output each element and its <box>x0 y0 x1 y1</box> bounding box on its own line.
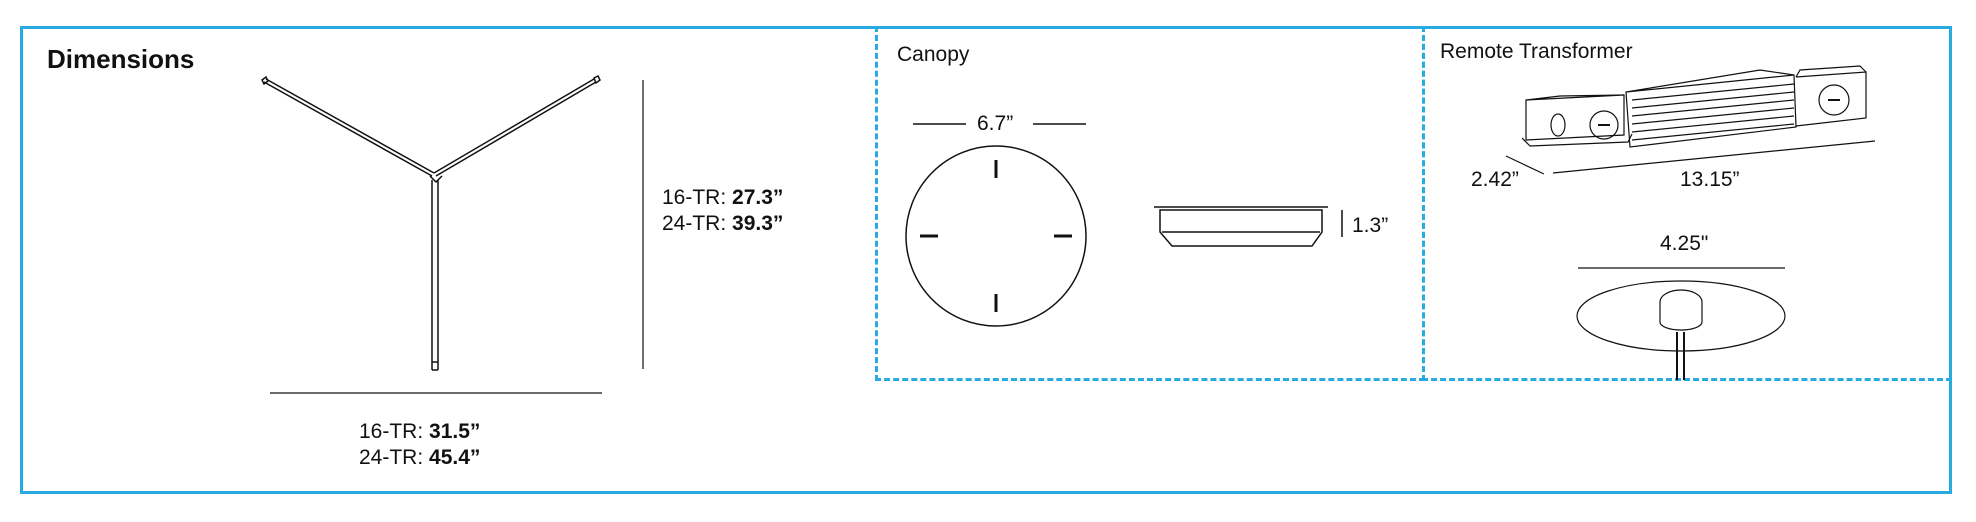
height-dimension-label: 16-TR: 27.3” 24-TR: 39.3” <box>662 185 783 237</box>
dimension-value: 31.5” <box>429 420 481 443</box>
dimension-value: 45.4” <box>429 446 481 469</box>
model-label: 24-TR: <box>359 446 424 469</box>
dimension-value: 27.3” <box>732 186 784 209</box>
canopy-title: Canopy <box>897 43 970 66</box>
canopy-diameter-label: 6.7” <box>977 112 1014 135</box>
height-line-24tr: 24-TR: 39.3” <box>662 211 783 237</box>
model-label: 16-TR: <box>359 420 424 443</box>
section-title: Dimensions <box>47 44 195 74</box>
model-label: 16-TR: <box>662 186 727 209</box>
transformer-title: Remote Transformer <box>1440 40 1633 63</box>
y-fixture-drawing <box>261 74 644 394</box>
transformer-depth-label: 2.42” <box>1471 168 1519 191</box>
transformer-length-label: 13.15” <box>1680 168 1740 191</box>
model-label: 24-TR: <box>662 212 727 235</box>
dimension-value: 39.3” <box>732 212 784 235</box>
width-line-16tr: 16-TR: 31.5” <box>359 419 480 445</box>
transformer-drawing <box>1505 65 1876 380</box>
canopy-height-label: 1.3” <box>1352 214 1389 237</box>
plate-diameter-label: 4.25" <box>1660 232 1709 255</box>
canopy-drawing <box>905 123 1343 327</box>
width-dimension-label: 16-TR: 31.5” 24-TR: 45.4” <box>359 419 480 471</box>
transformer-panel <box>1422 26 1952 381</box>
width-line-24tr: 24-TR: 45.4” <box>359 445 480 471</box>
height-line-16tr: 16-TR: 27.3” <box>662 185 783 211</box>
